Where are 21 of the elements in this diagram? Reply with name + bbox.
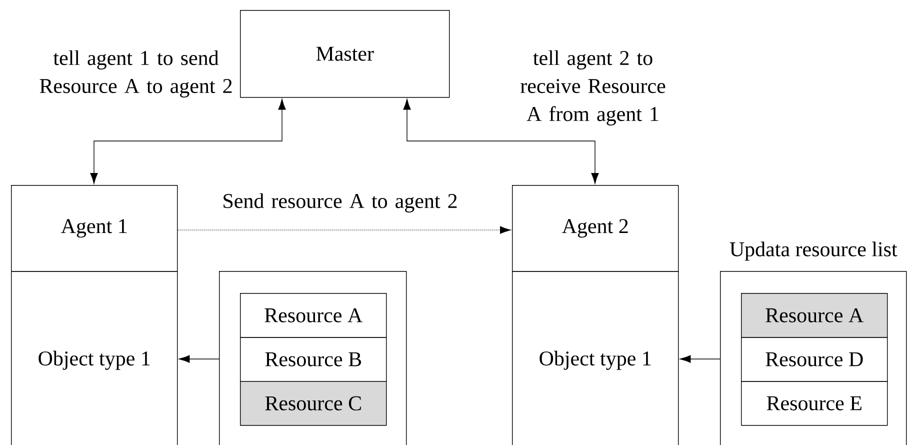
process-box: Master: [240, 10, 450, 98]
resource-cell: Resource A: [240, 293, 387, 338]
edge-label: tell agent 2 to receive Resource A from agent 1: [520, 50, 666, 126]
arrow: [90, 98, 286, 184]
arrow: [177, 226, 511, 234]
resource-cell: Resource D: [741, 337, 888, 382]
resource-cell: Resource E: [741, 381, 888, 426]
panel-box: [720, 271, 907, 445]
panel-box: [219, 271, 407, 445]
process-box: Agent 1: [11, 185, 178, 272]
panel-caption: Updata resource list: [730, 242, 898, 261]
process-box: Agent 2: [512, 185, 679, 272]
resource-cell: Resource A: [741, 293, 888, 338]
arrow: [403, 98, 599, 184]
edge-label: tell agent 1 to send Resource A to agent 2: [40, 50, 232, 98]
process-box: Object type 1: [11, 271, 178, 445]
arrow: [680, 355, 720, 363]
edge-label: Send resource A to agent 2: [224, 193, 457, 212]
resource-cell: Resource C: [240, 381, 387, 426]
process-box: Object type 1: [512, 271, 679, 445]
arrow: [178, 355, 220, 363]
